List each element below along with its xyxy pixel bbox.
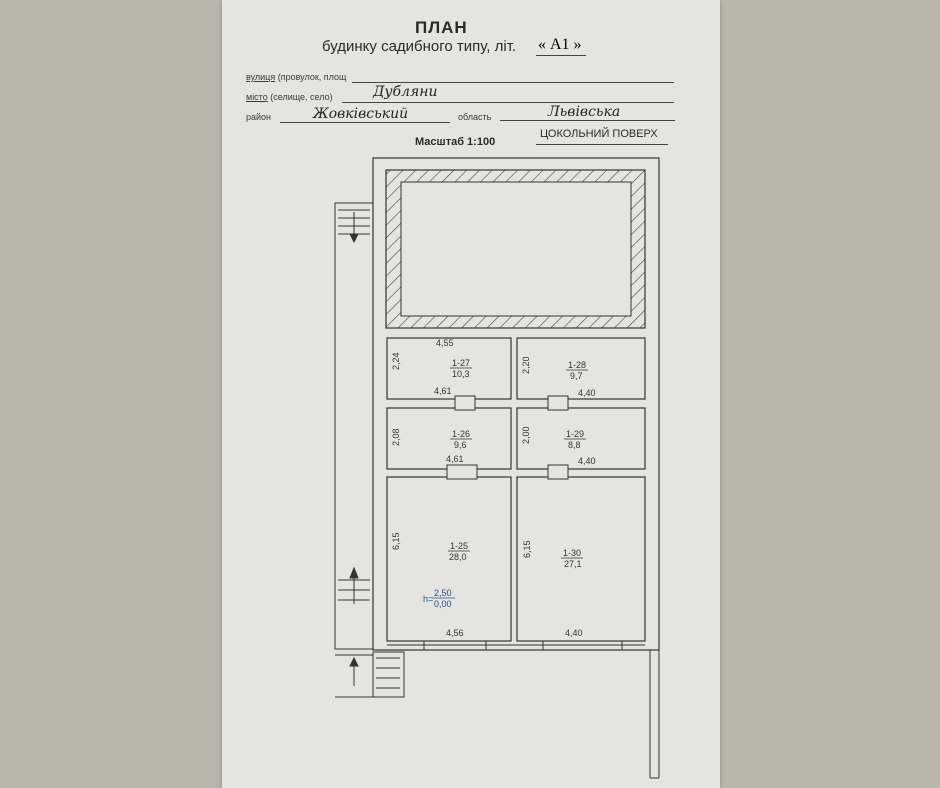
region-value: Львівська xyxy=(548,104,621,120)
room-1-30-height: 6,15 xyxy=(522,540,532,558)
street-label: вулиця xyxy=(246,72,276,82)
room-1-28-area: 9,7 xyxy=(570,371,583,381)
room-1-25-id: 1-25 xyxy=(450,541,468,551)
floor-name: ЦОКОЛЬНИЙ ПОВЕРХ xyxy=(540,128,658,140)
outer-walls xyxy=(372,157,660,651)
room-1-26-width-bottom: 4,61 xyxy=(446,454,464,464)
room-1-28-height: 2,20 xyxy=(521,356,531,374)
street-line xyxy=(352,82,674,83)
building-letter: « А1 » xyxy=(538,36,582,53)
level-mark-value: 0,00 xyxy=(434,599,452,609)
room-1-30-id: 1-30 xyxy=(563,548,581,558)
hatched-room xyxy=(385,169,646,329)
room-1-28-width-bottom: 4,40 xyxy=(578,388,596,398)
room-1-30-area: 27,1 xyxy=(564,559,582,569)
region-line xyxy=(500,120,675,121)
room-1-29-id: 1-29 xyxy=(566,429,584,439)
region-label: область xyxy=(458,112,492,122)
plan-title: ПЛАН xyxy=(415,18,468,37)
bottom-wall xyxy=(387,641,660,779)
scale-label: Масштаб 1:100 xyxy=(415,136,496,148)
room-1-26-height: 2,08 xyxy=(391,428,401,446)
room-1-29-height: 2,00 xyxy=(521,426,531,444)
room-1-25-width-bottom: 4,56 xyxy=(446,628,464,638)
district-label: район xyxy=(246,112,272,122)
district-value: Жовківський xyxy=(313,106,409,122)
room-1-26-id: 1-26 xyxy=(452,429,470,439)
city-label-rest: (селище, село) xyxy=(270,92,333,102)
room-1-29-width-bottom: 4,40 xyxy=(578,456,596,466)
plan-sheet xyxy=(222,0,720,788)
street-label-rest: (провулок, площ xyxy=(277,72,347,82)
staircase xyxy=(334,202,405,698)
room-1-26-area: 9,6 xyxy=(454,440,467,450)
level-height: 2,50 xyxy=(434,588,452,598)
floor-underline xyxy=(536,144,668,145)
city-label: місто xyxy=(246,92,268,102)
street-field: вулиця (провулок, площ xyxy=(246,72,346,82)
letter-underline xyxy=(536,55,586,56)
plan-subtitle: будинку садибного типу, літ. xyxy=(322,38,517,55)
room-1-27-area: 10,3 xyxy=(452,369,470,379)
doors xyxy=(446,395,569,480)
room-1-30-width-bottom: 4,40 xyxy=(565,628,583,638)
room-1-27-width-top: 4,55 xyxy=(436,338,454,348)
room-1-27-height: 2,24 xyxy=(391,352,401,370)
city-line xyxy=(342,102,674,103)
level-prefix: h= xyxy=(423,594,433,604)
room-1-25-height: 6,15 xyxy=(391,532,401,550)
district-line xyxy=(280,122,450,123)
room-labels: 4,55 1-27 10,3 4,61 2,24 1-28 9,7 4,40 2… xyxy=(391,338,596,638)
room-1-29-area: 8,8 xyxy=(568,440,581,450)
room-1-25-area: 28,0 xyxy=(449,552,467,562)
room-1-27-id: 1-27 xyxy=(452,358,470,368)
city-value: Дубляни xyxy=(373,84,438,100)
room-1-28-id: 1-28 xyxy=(568,360,586,370)
city-field: місто (селище, село) xyxy=(246,92,333,102)
room-1-27-width-bottom: 4,61 xyxy=(434,386,452,396)
level-mark: h= 2,50 0,00 xyxy=(423,588,455,609)
